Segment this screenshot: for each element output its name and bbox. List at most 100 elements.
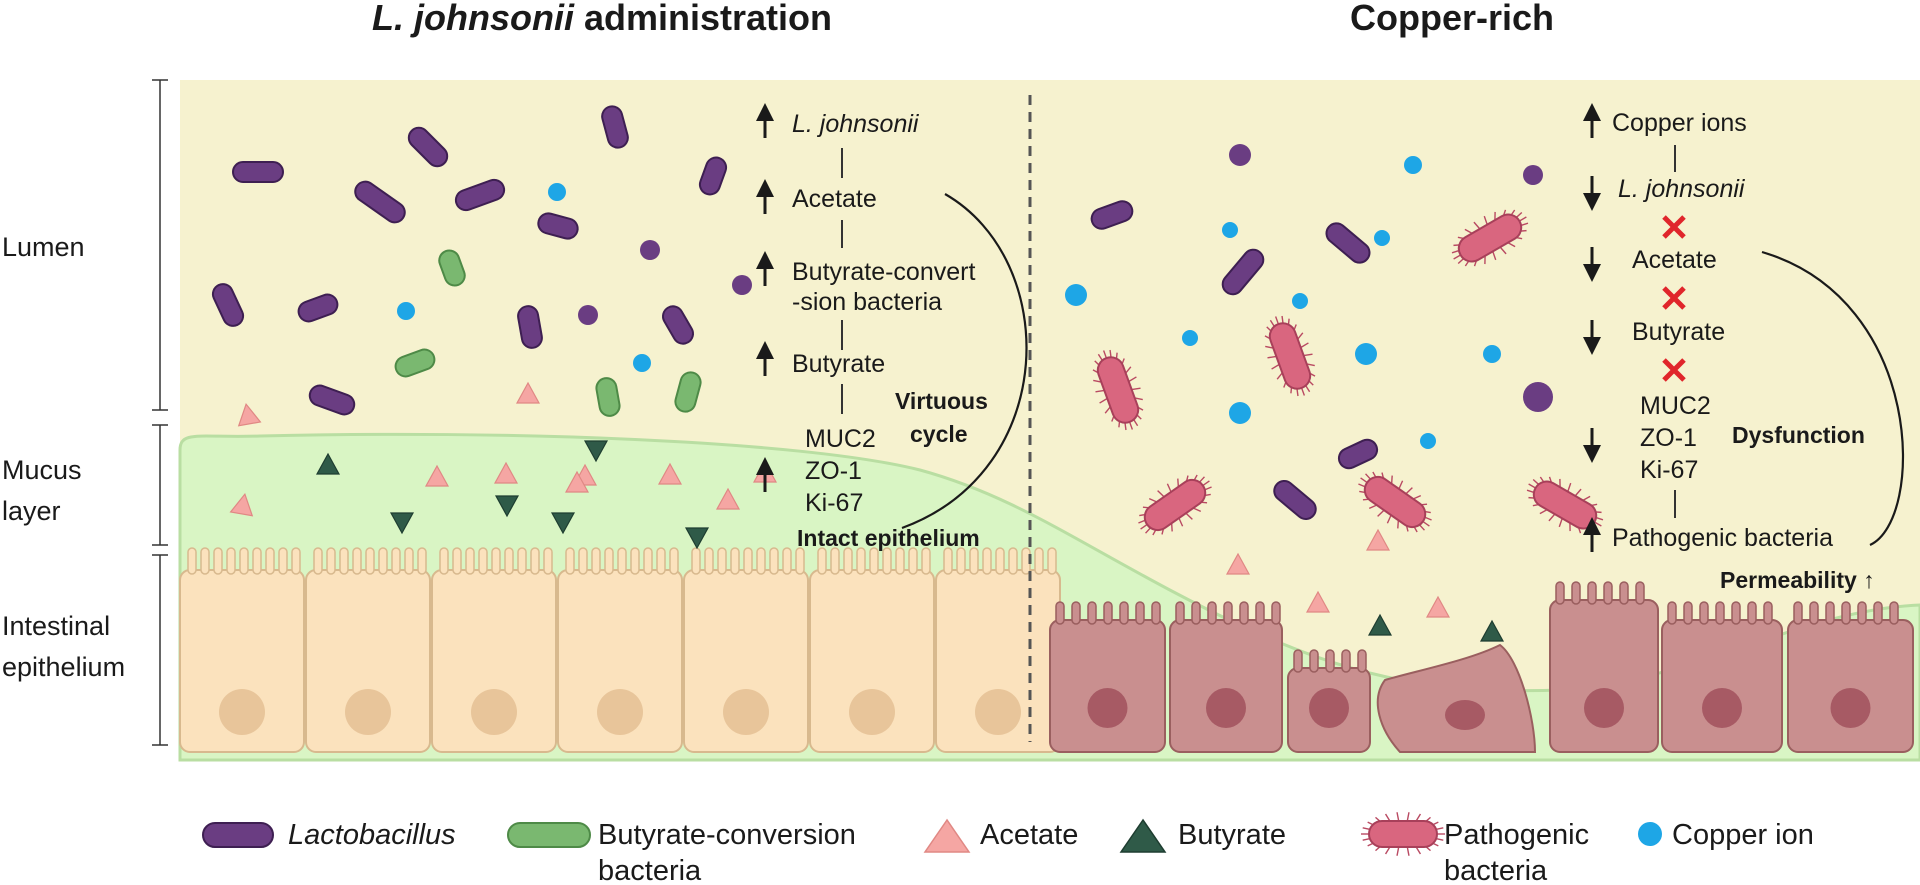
right-pathway: Copper ions L. johnsonii Acetate Butyrat… (1583, 103, 1905, 593)
nucleus (723, 689, 769, 735)
butyrate-triangle (1479, 619, 1505, 642)
right-step-pathogenic: Pathogenic bacteria (1612, 524, 1833, 552)
acetate-triangle (1225, 552, 1251, 575)
acetate-triangle (564, 470, 590, 493)
lactobacillus-rod (308, 384, 356, 416)
epithelium-label-line1: Intestinal (2, 611, 110, 641)
butyrate-conversion-rod (674, 371, 702, 413)
dysfunction-label: Dysfunction (1732, 422, 1865, 448)
acetate-triangle (237, 402, 262, 427)
damaged-epithelial-cell (1287, 649, 1371, 753)
block-x-icon (1662, 358, 1686, 382)
legend-acetate-label: Acetate (980, 819, 1078, 851)
virtuous-cycle-arc (901, 193, 1028, 530)
copper-ion (397, 302, 415, 320)
lactobacillus-rod (662, 305, 694, 345)
healthy-epithelial-cell (179, 547, 305, 753)
butyrate-triangle (583, 440, 609, 463)
butyrate-triangle (1367, 613, 1393, 636)
damaged-epithelial-cell (1376, 643, 1537, 753)
lactobacillus-rod (354, 180, 406, 224)
acetate-triangle (515, 381, 541, 404)
lactobacillus-rod (1273, 480, 1317, 520)
epithelium-layer (179, 547, 1914, 753)
nucleus (1445, 700, 1485, 730)
acetate-triangle (1305, 590, 1331, 613)
lactobacillus-rod (297, 293, 339, 323)
legend-acetate-icon (923, 818, 971, 853)
block-x-icon (1662, 286, 1686, 310)
legend-pathogen-line1: Pathogenic (1444, 819, 1589, 851)
right-step-ki67: Ki-67 (1640, 456, 1698, 484)
lactobacillus-rod (1337, 438, 1379, 470)
mucus-label-line2: layer (2, 496, 61, 526)
right-step-zo1: ZO-1 (1640, 424, 1697, 452)
lactobacillus-coccus (1523, 382, 1553, 412)
legend-butyrate-label: Butyrate (1178, 819, 1286, 851)
epithelium-label-line2: epithelium (2, 652, 125, 682)
damaged-epithelial-cell (1549, 581, 1659, 753)
butyrate-conversion-rod (438, 249, 466, 287)
copper-ion (548, 183, 566, 201)
lactobacillus-rod (232, 161, 284, 183)
acetate-triangle (1365, 528, 1391, 551)
butyrate-conversion-rod (595, 377, 621, 417)
lactobacillus-rod (1325, 222, 1371, 264)
virtuous-cycle-line2: cycle (910, 421, 968, 447)
intact-epithelium-label: Intact epithelium (797, 525, 980, 551)
left-step-butyrate-bacteria-line2: -sion bacteria (792, 288, 942, 316)
lumen-label: Lumen (2, 232, 85, 262)
permeability-label: Permeability ↑ (1720, 567, 1875, 593)
butyrate-conversion-rod (394, 348, 436, 378)
pathogenic-bacterium (1092, 349, 1144, 431)
microbe-layer (211, 105, 1604, 642)
nucleus (849, 689, 895, 735)
butyrate-triangle (550, 512, 576, 535)
healthy-epithelial-cell (557, 547, 683, 753)
nucleus (975, 689, 1021, 735)
copper-ion (1404, 156, 1422, 174)
butyrate-triangle (389, 512, 415, 535)
lactobacillus-coccus (640, 240, 660, 260)
left-step-zo1: ZO-1 (805, 457, 862, 485)
butyrate-triangle (684, 527, 710, 550)
lactobacillus-rod (601, 105, 629, 149)
legend-pathogen-icon (1361, 812, 1445, 856)
acetate-triangle (1425, 595, 1451, 618)
copper-ion (1420, 433, 1436, 449)
acetate-triangle (424, 464, 450, 487)
left-panel-title: L. johnsonii administration (372, 0, 832, 38)
copper-ion (633, 354, 651, 372)
lactobacillus-rod (1090, 200, 1134, 230)
lactobacillus-rod (211, 283, 245, 327)
pathogenic-bacterium (1138, 474, 1212, 536)
lactobacillus-coccus (1523, 165, 1543, 185)
damaged-epithelial-cell (1169, 601, 1283, 753)
left-step-muc2: MUC2 (805, 425, 876, 453)
virtuous-cycle-line1: Virtuous (895, 388, 988, 414)
acetate-triangle (229, 492, 254, 517)
healthy-epithelial-cell (809, 547, 935, 753)
legend-butyrate-bacteria-line1: Butyrate-conversion (598, 819, 856, 851)
lactobacillus-coccus (1229, 144, 1251, 166)
lactobacillus-rod (517, 305, 543, 349)
nucleus (345, 689, 391, 735)
copper-ion (1229, 402, 1251, 424)
left-step-acetate: Acetate (792, 185, 877, 213)
nucleus (1087, 688, 1128, 728)
pathogenic-bacterium (1451, 209, 1529, 267)
legend: Lactobacillus Butyrate-conversion bacter… (202, 812, 1814, 885)
healthy-epithelial-cell (683, 547, 809, 753)
left-step-ljohnsonii: L. johnsonii (792, 110, 920, 138)
pathogenic-bacterium (1264, 315, 1316, 397)
left-step-butyrate: Butyrate (792, 350, 885, 378)
lactobacillus-rod (537, 212, 579, 240)
right-step-ljohnsonii: L. johnsonii (1618, 175, 1746, 203)
copper-ion (1483, 345, 1501, 363)
acetate-triangle (493, 461, 519, 484)
left-step-ki67: Ki-67 (805, 489, 863, 517)
copper-ion (1222, 222, 1238, 238)
right-step-muc2: MUC2 (1640, 392, 1711, 420)
region-bracket (152, 79, 168, 746)
lactobacillus-coccus (578, 305, 598, 325)
